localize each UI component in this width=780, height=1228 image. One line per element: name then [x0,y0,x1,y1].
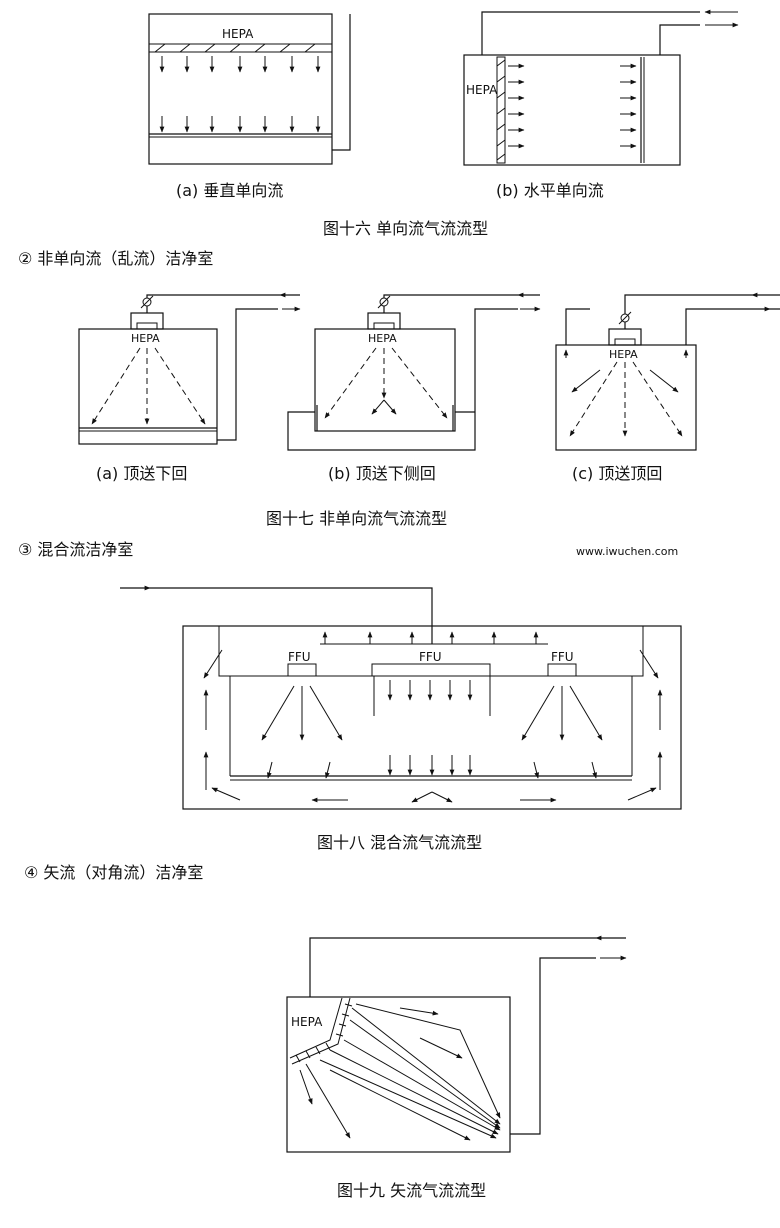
fig19-hepa-label: HEPA [291,1015,323,1029]
section2-heading: ② 非单向流（乱流）洁净室 [18,249,213,268]
fig17a-top-supply-bottom-return: HEPA (a) 顶送下回 [78,292,301,483]
fig16b-caption: (b) 水平单向流 [496,181,604,200]
fig17a-caption: (a) 顶送下回 [96,464,187,483]
fig18-mixed-flow: FFU FFU FFU 图十八 混合流气流流型 [120,585,682,852]
fig17a-hepa-label: HEPA [131,332,160,345]
fig17c-top-supply-top-return: HEPA (c) 顶送顶回 [555,292,780,483]
fig18-caption: 图十八 混合流气流流型 [317,833,482,852]
fig17c-hepa-label: HEPA [609,348,638,361]
fig18-ffu-center-label: FFU [419,650,442,664]
website-watermark: www.iwuchen.com [576,545,678,558]
fig17b-top-supply-side-return: HEPA (b) 顶送下侧回 [287,292,541,483]
fig17b-hepa-label: HEPA [368,332,397,345]
fig17c-caption: (c) 顶送顶回 [572,464,662,483]
fig18-ffu-right-label: FFU [551,650,574,664]
fig16b-hepa-label: HEPA [466,83,498,97]
fig19-diagonal-flow: HEPA 图十九 矢流气流流型 [286,935,627,1200]
section3-heading: ③ 混合流洁净室 [18,540,133,559]
section4-heading: ④ 矢流（对角流）洁净室 [24,863,203,882]
fig16a-hepa-label: HEPA [222,27,254,41]
fig18-ffu-left-label: FFU [288,650,311,664]
fig17-caption: 图十七 非单向流气流流型 [266,509,447,528]
fig16-horizontal-unidirectional: HEPA (b) 水平单向流 [463,9,739,200]
fig16-caption: 图十六 单向流气流流型 [323,219,488,238]
fig16-vertical-unidirectional: HEPA (a) 垂直单向流 [148,13,351,200]
fig16a-caption: (a) 垂直单向流 [176,181,283,200]
fig19-caption: 图十九 矢流气流流型 [337,1181,486,1200]
fig17b-caption: (b) 顶送下侧回 [328,464,436,483]
